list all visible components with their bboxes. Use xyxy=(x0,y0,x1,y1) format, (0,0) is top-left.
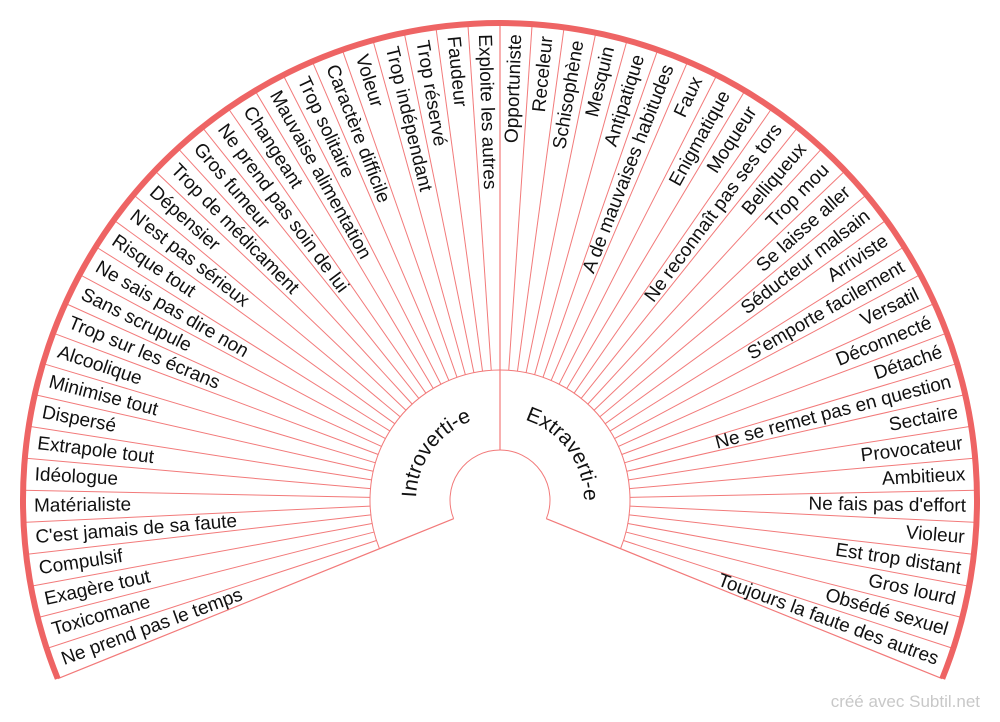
segment-line xyxy=(566,90,746,389)
segment-line xyxy=(587,147,823,405)
segment-line xyxy=(113,219,396,425)
segment-line xyxy=(626,394,966,472)
segment-line xyxy=(201,127,420,399)
segment-line xyxy=(227,107,427,394)
group-label-text: Introverti-e xyxy=(398,404,474,498)
segment-line xyxy=(28,425,372,481)
segment-line xyxy=(623,539,954,649)
segment-line xyxy=(629,457,976,490)
trait-label: Extrapole tout xyxy=(36,433,156,468)
segment-line xyxy=(625,531,963,619)
segment-line xyxy=(177,147,413,405)
segment-line xyxy=(604,219,887,425)
segment-line xyxy=(26,514,371,555)
segment-line xyxy=(65,302,382,447)
segment-line xyxy=(23,505,371,523)
segment-line xyxy=(593,170,846,411)
segment-line xyxy=(467,24,492,371)
segment-line xyxy=(542,49,659,378)
segment-line xyxy=(311,61,450,381)
segment-line xyxy=(52,332,379,455)
segment-line xyxy=(133,194,401,418)
trait-label: Idéologue xyxy=(34,464,118,489)
segment-line xyxy=(30,523,373,587)
segment-line xyxy=(154,170,407,411)
trait-label: Violeur xyxy=(905,522,966,548)
inner-arc xyxy=(449,449,551,519)
segment-line xyxy=(24,457,371,490)
segment-line xyxy=(624,363,958,464)
segment-line xyxy=(42,363,376,464)
segment-line xyxy=(23,489,371,498)
segment-line xyxy=(95,246,391,432)
segment-line xyxy=(341,49,458,378)
segment-line xyxy=(614,274,921,439)
segment-line xyxy=(525,32,597,373)
trait-label: Provocateur xyxy=(860,433,965,466)
segment-line xyxy=(254,90,434,389)
watermark: créé avec Subtil.net xyxy=(830,692,980,711)
segment-line xyxy=(627,523,970,587)
group-label: Introverti-e xyxy=(398,404,474,498)
trait-label: Receleur xyxy=(529,35,558,113)
trait-label: Matérialiste xyxy=(34,494,131,516)
segment-line xyxy=(618,302,935,447)
trait-label: Ne fais pas d'effort xyxy=(808,494,966,517)
segment-line xyxy=(629,505,977,523)
group-label-text: Extraverti-e xyxy=(523,403,602,502)
segment-line xyxy=(580,127,799,399)
segment-line xyxy=(372,40,466,375)
trait-label: Sectaire xyxy=(887,402,959,436)
segment-line xyxy=(621,332,948,455)
segment-line xyxy=(34,394,374,472)
outer-arc xyxy=(20,20,980,680)
segment-line xyxy=(534,40,628,375)
trait-label: Exploite les autres xyxy=(474,34,500,190)
segment-line xyxy=(282,74,442,385)
segment-line xyxy=(629,489,977,498)
segment-line xyxy=(516,27,565,372)
trait-label: Faudeur xyxy=(443,35,471,108)
segment-line xyxy=(629,514,974,555)
segment-line xyxy=(550,61,689,381)
segment-line xyxy=(435,27,484,372)
segment-line xyxy=(403,32,475,373)
segment-line xyxy=(46,539,377,649)
segment-line xyxy=(37,531,375,619)
trait-label: C'est jamais de sa faute xyxy=(35,511,238,548)
segment-line xyxy=(79,274,386,439)
segment-line xyxy=(609,246,905,432)
segment-line xyxy=(599,194,867,418)
group-label: Extraverti-e xyxy=(523,403,602,502)
segment-line xyxy=(508,24,533,371)
segment-line xyxy=(573,107,773,394)
boundary-line xyxy=(57,518,454,680)
boundary-line xyxy=(546,518,943,680)
segment-line xyxy=(628,425,972,481)
trait-label: Ambitieux xyxy=(881,464,966,490)
trait-label: Opportuniste xyxy=(502,34,527,143)
segment-line xyxy=(558,74,718,385)
